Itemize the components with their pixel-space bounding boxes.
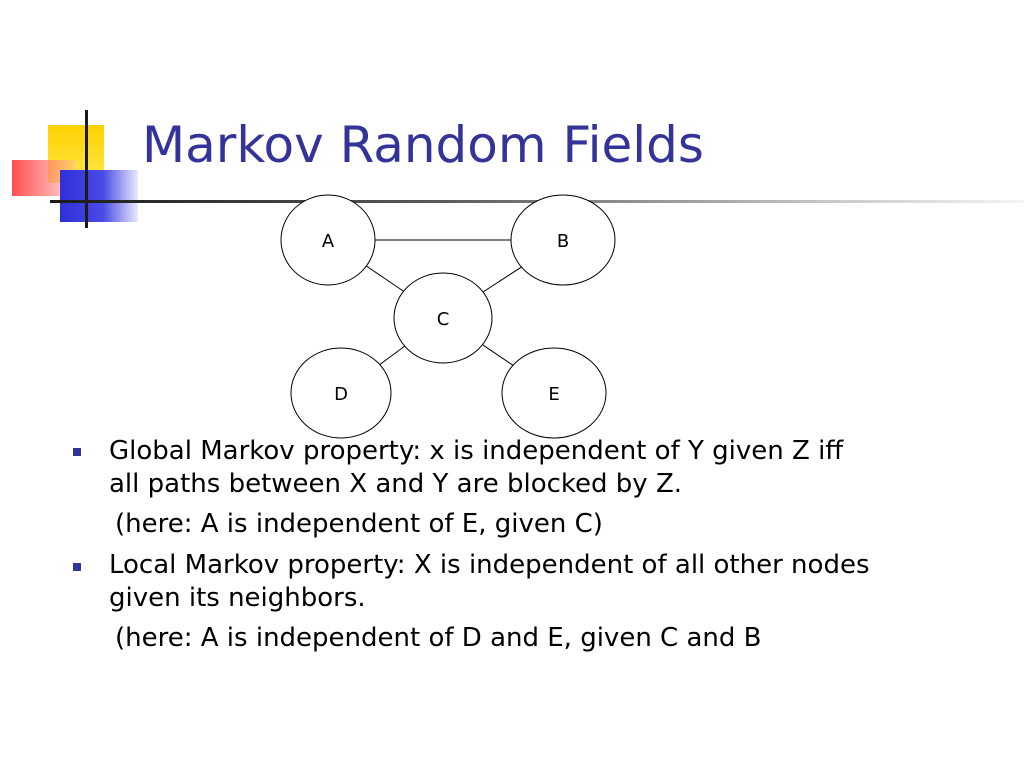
node-e	[501, 347, 607, 439]
node-c	[393, 272, 493, 364]
bullet-1-line-1: Global Markov property: x is independent…	[109, 436, 844, 466]
node-c-label: C	[437, 309, 450, 330]
node-a	[280, 194, 376, 286]
edge-b-c	[482, 266, 522, 293]
bullet-2-line-2: given its neighbors.	[109, 583, 366, 613]
decor-vertical-rule	[85, 110, 88, 228]
bullet-2-example: (here: A is independent of D and E, give…	[115, 623, 762, 653]
node-a-label: A	[322, 231, 335, 252]
edge-c-e	[482, 344, 514, 366]
bullet-marker-2	[73, 563, 81, 571]
node-b	[510, 194, 616, 286]
slide-title: Markov Random Fields	[142, 116, 704, 174]
edge-a-c	[366, 265, 404, 292]
node-b-label: B	[557, 231, 569, 252]
node-d	[290, 347, 392, 439]
edge-c-d	[379, 345, 406, 365]
decor-blue-square	[60, 170, 138, 222]
bullet-2-line-1: Local Markov property: X is independent …	[109, 550, 870, 580]
node-e-label: E	[548, 384, 559, 405]
bullet-marker-1	[73, 448, 81, 456]
node-d-label: D	[334, 384, 348, 405]
bullet-1-line-2: all paths between X and Y are blocked by…	[109, 469, 683, 499]
bullet-1-example: (here: A is independent of E, given C)	[115, 509, 603, 539]
